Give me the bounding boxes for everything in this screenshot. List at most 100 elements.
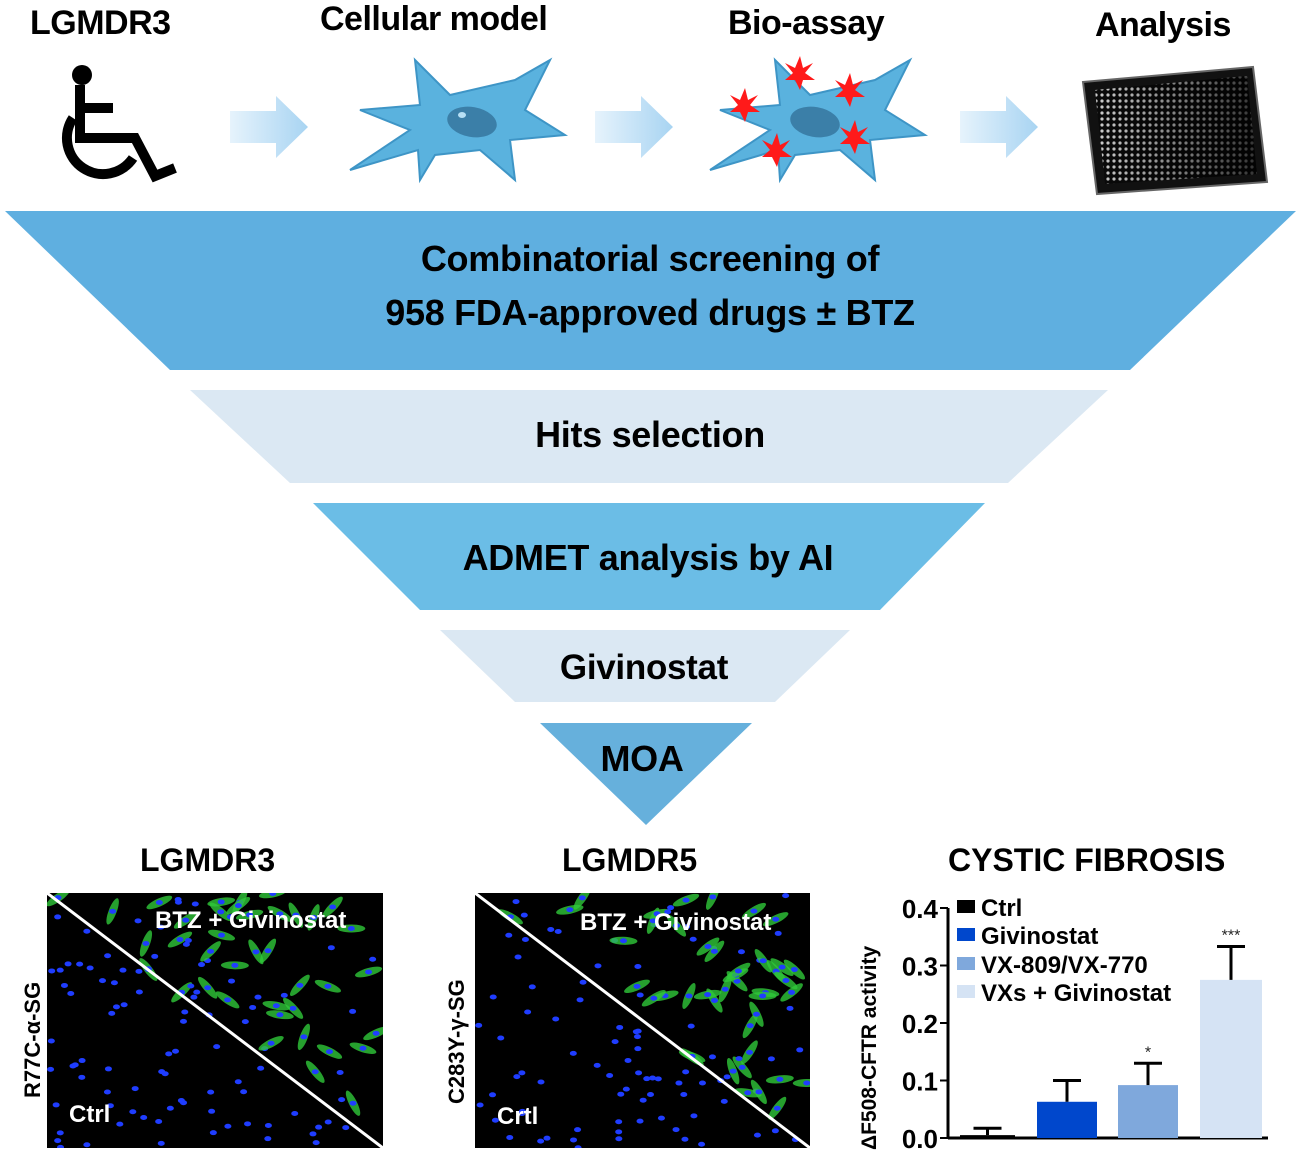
- nucleus: [104, 953, 112, 959]
- nucleus: [276, 911, 284, 917]
- nucleus: [198, 962, 206, 968]
- nucleus: [48, 968, 56, 974]
- nucleus: [615, 1136, 623, 1142]
- nucleus: [733, 978, 741, 984]
- micrograph-lgmdr3: BTZ + Givinostat Ctrl: [47, 893, 383, 1148]
- nucleus: [639, 1097, 647, 1103]
- nucleus: [234, 1079, 242, 1085]
- nucleus: [249, 1004, 257, 1010]
- nucleus: [140, 1114, 148, 1120]
- nucleus: [505, 932, 513, 938]
- step-title-bio-assay: Bio-assay: [728, 4, 885, 42]
- nucleus: [746, 1049, 754, 1055]
- nucleus: [76, 961, 84, 967]
- nucleus: [687, 1023, 695, 1029]
- nucleus: [365, 969, 373, 975]
- nucleus: [617, 1091, 625, 1097]
- nucleus: [110, 980, 118, 986]
- nucleus: [135, 968, 143, 974]
- nucleus: [116, 1121, 124, 1127]
- cell-with-markers-icon: [709, 56, 929, 184]
- nucleus: [342, 1125, 350, 1131]
- nucleus: [177, 1098, 185, 1104]
- nucleus: [324, 1119, 332, 1125]
- nucleus: [520, 912, 528, 918]
- nucleus: [619, 938, 627, 944]
- nucleus: [157, 1140, 165, 1146]
- nucleus: [672, 1127, 680, 1133]
- bar-ctrl: [960, 1135, 1015, 1138]
- bar-vxs-givinostat: [1200, 979, 1262, 1138]
- nucleus: [336, 1069, 344, 1075]
- nucleus: [704, 944, 712, 950]
- nucleus: [476, 1102, 484, 1108]
- wheelchair-icon: [61, 65, 177, 183]
- nucleus: [157, 924, 165, 930]
- nucleus: [547, 927, 555, 933]
- nucleus: [108, 1010, 116, 1016]
- arrow-right-icon: [960, 96, 1038, 158]
- nucleus: [264, 1136, 272, 1142]
- nucleus: [672, 923, 680, 929]
- nucleus: [643, 1076, 651, 1082]
- nucleus: [803, 1080, 810, 1086]
- nucleus: [475, 1022, 483, 1028]
- nucleus: [252, 949, 260, 955]
- nucleus: [78, 1058, 86, 1064]
- nucleus: [759, 958, 767, 964]
- nucleus: [272, 1003, 280, 1009]
- nucleus: [524, 1009, 532, 1015]
- nucleus: [349, 1008, 357, 1014]
- nucleus: [594, 963, 602, 969]
- micrograph-lgmdr3-cells: [47, 893, 383, 1148]
- nucleus: [129, 1109, 137, 1115]
- nucleus: [737, 949, 745, 955]
- nucleus: [708, 1054, 716, 1060]
- nucleus: [372, 1030, 380, 1036]
- nucleus: [675, 1080, 683, 1086]
- funnel-text-admet: ADMET analysis by AI: [462, 537, 834, 578]
- nucleus: [134, 918, 142, 924]
- nucleus: [369, 956, 377, 962]
- nucleus: [257, 1065, 265, 1071]
- nucleus: [497, 1035, 505, 1041]
- arrow-right-icon: [230, 96, 308, 158]
- nucleus: [181, 1009, 189, 1015]
- nucleus: [292, 912, 300, 918]
- nucleus: [120, 1002, 128, 1008]
- nucleus: [738, 1064, 746, 1070]
- legend-swatch: [957, 957, 975, 970]
- nucleus: [782, 893, 790, 899]
- step-title-lgmdr3: LGMDR3: [30, 4, 171, 42]
- nucleus: [207, 948, 215, 954]
- nucleus: [690, 1113, 698, 1119]
- nucleus: [709, 894, 717, 900]
- nucleus: [723, 1074, 731, 1080]
- funnel-level-moa: [540, 723, 752, 825]
- nucleus: [685, 993, 693, 999]
- micro-label-treated: BTZ + Givinostat: [580, 909, 772, 936]
- legend-swatch: [957, 900, 975, 913]
- micro-label-control: Crtl: [497, 1103, 539, 1130]
- nucleus: [753, 1132, 761, 1138]
- nucleus: [300, 1034, 308, 1040]
- nucleus: [276, 1012, 284, 1018]
- nucleus: [217, 899, 225, 905]
- y-tick-label: 0.4: [902, 894, 939, 924]
- nucleus: [682, 897, 690, 903]
- nucleus: [325, 1049, 333, 1055]
- nucleus: [208, 1108, 216, 1114]
- nucleus: [151, 953, 159, 959]
- nucleus: [543, 1135, 551, 1141]
- nucleus: [204, 985, 212, 991]
- micrograph-lgmdr5-cells: [475, 893, 810, 1148]
- nucleus: [683, 924, 691, 930]
- nucleus: [78, 1074, 86, 1080]
- y-tick-label: 0.2: [902, 1009, 938, 1039]
- nucleus: [489, 1092, 497, 1098]
- nucleus: [241, 1019, 249, 1025]
- green-cell: [363, 1026, 383, 1041]
- nucleus: [218, 932, 226, 938]
- panel-ylabel-lgmdr5: C283Y-γ-SG: [444, 979, 469, 1104]
- nucleus: [537, 1079, 545, 1085]
